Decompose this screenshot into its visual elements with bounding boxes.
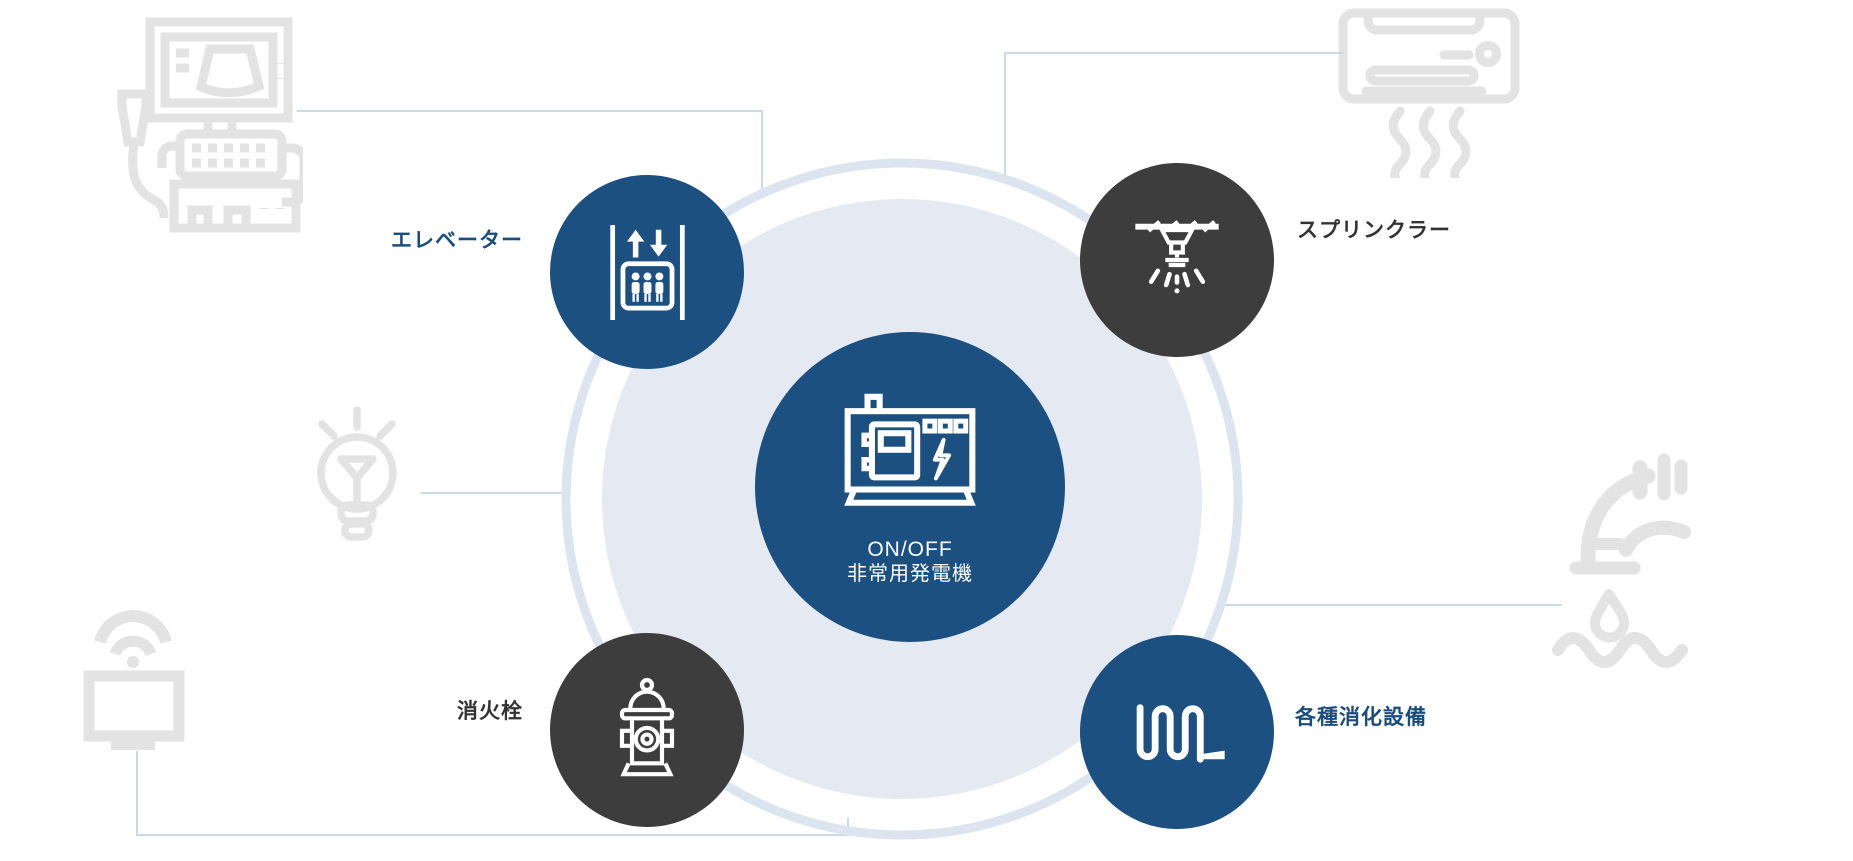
sprinkler-icon [1135,220,1219,294]
node-fire-extinguishing-equipment [1080,635,1274,829]
center-node-generator: ON/OFF 非常用発電機 [755,332,1065,642]
outer-ring [561,158,1243,840]
monitor-wifi-icon [83,610,185,750]
fire-hose-icon [1136,704,1225,763]
light-bulb-icon [317,406,397,541]
label-fire-extinguishing-equipment: 各種消化設備 [1295,706,1427,729]
center-caption: ON/OFF 非常用発電機 [847,537,973,587]
elevator-icon [609,224,685,320]
node-elevator [550,175,744,369]
label-elevator: エレベーター [391,229,523,252]
center-caption-line2: 非常用発電機 [847,563,973,585]
water-faucet-icon [1552,453,1691,668]
generator-icon [844,393,976,506]
air-conditioner-icon [1338,8,1520,178]
ultrasound-machine-icon [117,17,303,233]
center-caption-line1: ON/OFF [867,538,953,561]
label-sprinkler: スプリンクラー [1297,219,1451,242]
label-fire-hydrant: 消火栓 [457,700,523,723]
node-fire-hydrant [550,633,744,827]
node-sprinkler [1080,163,1274,357]
fire-hydrant-icon [619,677,675,777]
